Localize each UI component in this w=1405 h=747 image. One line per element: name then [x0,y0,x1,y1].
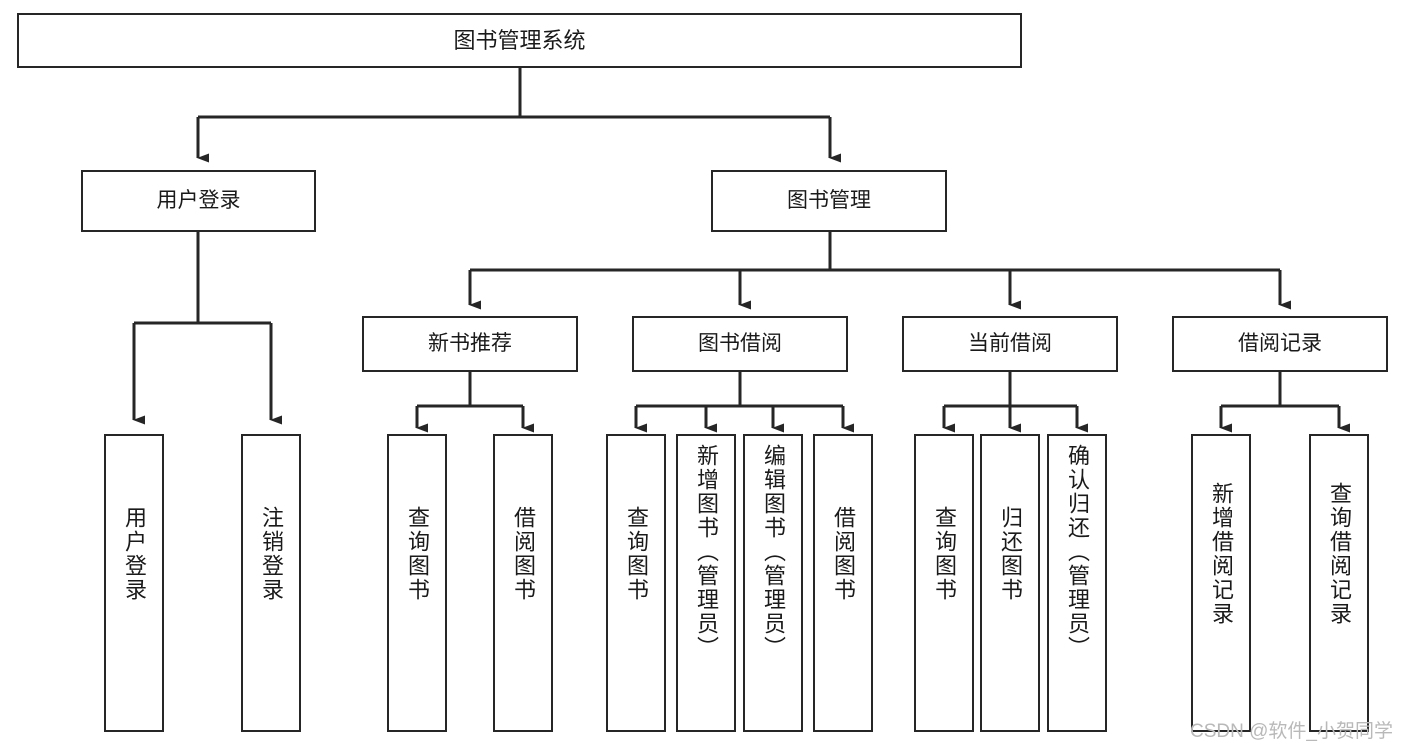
leaf-records-query-record[interactable]: 查询借阅记录 [1309,434,1369,732]
node-label: 编辑图书（管理员） [761,444,786,660]
leaf-records-add-record[interactable]: 新增借阅记录 [1191,434,1251,732]
watermark-text: CSDN @软件_小贺同学 [1190,721,1393,742]
leaf-current-confirm-return-admin[interactable]: 确认归还（管理员） [1047,434,1107,732]
node-label: 借阅图书 [511,506,536,602]
leaf-user-logout[interactable]: 注销登录 [241,434,301,732]
node-label: 当前借阅 [968,331,1052,355]
node-label: 新增图书（管理员） [694,444,719,660]
node-book-borrowing[interactable]: 图书借阅 [632,316,848,372]
leaf-current-return-book[interactable]: 归还图书 [980,434,1040,732]
leaf-borrow-edit-book-admin[interactable]: 编辑图书（管理员） [743,434,803,732]
node-user-login[interactable]: 用户登录 [81,170,316,232]
leaf-newbook-borrow-book[interactable]: 借阅图书 [493,434,553,732]
node-label: 查询借阅记录 [1327,482,1352,626]
leaf-user-login[interactable]: 用户登录 [104,434,164,732]
leaf-borrow-add-book-admin[interactable]: 新增图书（管理员） [676,434,736,732]
node-label: 归还图书 [998,506,1023,602]
node-current-borrowing[interactable]: 当前借阅 [902,316,1118,372]
node-label: 注销登录 [259,506,284,602]
node-label: 新书推荐 [428,331,512,355]
node-label: 查询图书 [624,506,649,602]
node-label: 确认归还（管理员） [1065,444,1090,660]
node-book-management-system[interactable]: 图书管理系统 [17,13,1022,68]
node-label: 查询图书 [405,506,430,602]
node-label: 用户登录 [122,506,147,602]
node-label: 借阅图书 [831,506,856,602]
node-label: 借阅记录 [1238,331,1322,355]
node-borrowing-records[interactable]: 借阅记录 [1172,316,1388,372]
node-new-book-recommendation[interactable]: 新书推荐 [362,316,578,372]
node-label: 用户登录 [156,188,241,212]
node-label: 图书管理 [787,188,871,212]
node-label: 新增借阅记录 [1209,482,1234,626]
node-book-management[interactable]: 图书管理 [711,170,947,232]
leaf-current-query-book[interactable]: 查询图书 [914,434,974,732]
leaf-borrow-query-book[interactable]: 查询图书 [606,434,666,732]
node-label: 图书借阅 [698,331,782,355]
node-label: 查询图书 [932,506,957,602]
node-label: 图书管理系统 [453,27,586,53]
leaf-borrow-lend-book[interactable]: 借阅图书 [813,434,873,732]
leaf-newbook-query-book[interactable]: 查询图书 [387,434,447,732]
